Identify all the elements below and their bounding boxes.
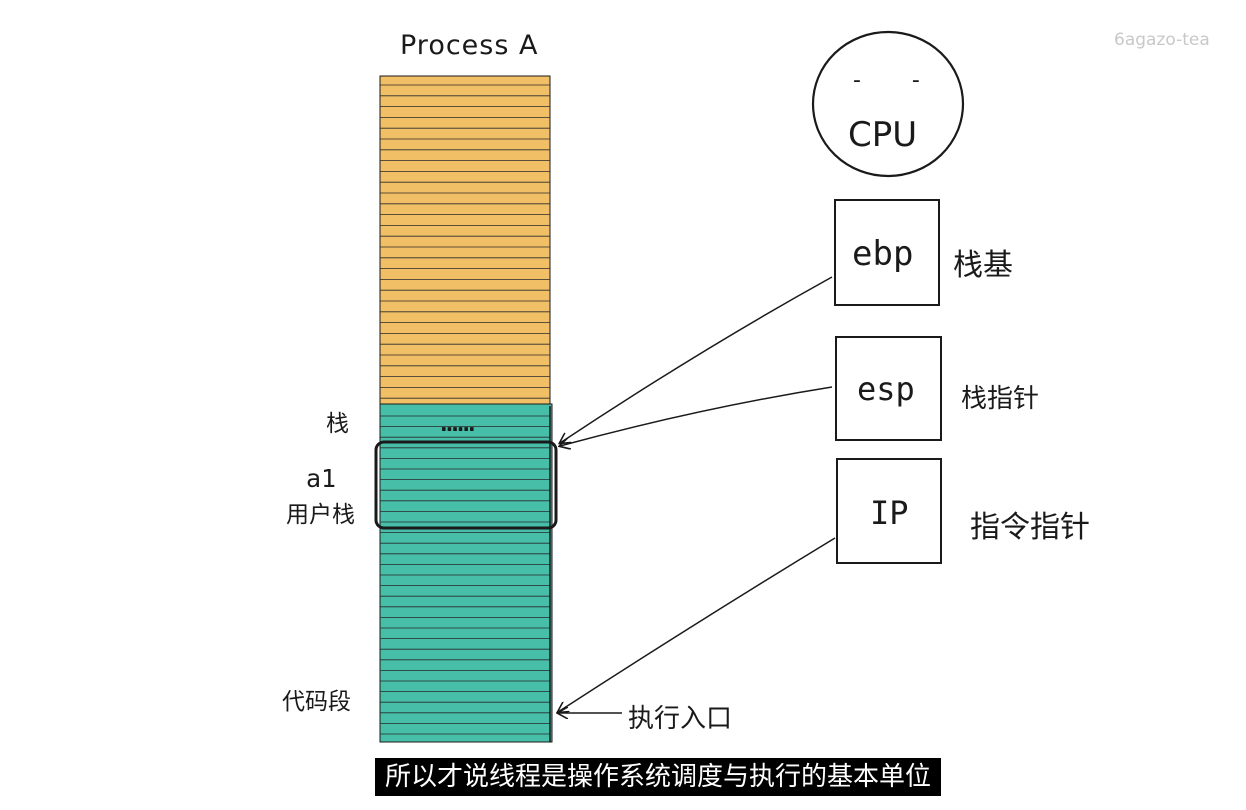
a1-label: a1 (306, 464, 337, 493)
teal-region-lines (380, 415, 550, 735)
esp-description: 栈指针 (961, 384, 1040, 414)
cpu-circle (811, 30, 965, 178)
esp-arrow (560, 386, 833, 446)
ip-register-box (836, 458, 942, 564)
code-segment-label: 代码段 (282, 689, 351, 715)
entry-point-label: 执行入口 (628, 704, 733, 734)
ebp-register-box (834, 199, 940, 306)
process-memory-column (379, 75, 553, 743)
ebp-description: 栈基 (953, 248, 1013, 283)
subtitle-caption: 所以才说线程是操作系统调度与执行的基本单位 (375, 758, 942, 796)
cpu-eyes: - - (853, 68, 942, 93)
esp-register-label: esp (857, 370, 915, 408)
esp-register-box (835, 336, 942, 441)
watermark: 6agazo-tea (1114, 30, 1210, 50)
stack-label: 栈 (326, 411, 349, 437)
orange-stack-region (379, 75, 551, 405)
ip-arrow (558, 537, 836, 712)
stack-dots: ...... (440, 412, 476, 436)
ip-register-label: IP (870, 494, 909, 532)
user-stack-label: 用户栈 (286, 502, 355, 528)
ebp-register-label: ebp (852, 234, 914, 274)
ip-description: 指令指针 (970, 510, 1090, 545)
orange-region-lines (380, 84, 550, 399)
ebp-arrow (560, 276, 833, 443)
process-title: Process A (400, 30, 539, 61)
stack-frame-highlight-box (374, 440, 558, 530)
teal-user-region (379, 403, 553, 743)
cpu-label: CPU (848, 115, 918, 155)
